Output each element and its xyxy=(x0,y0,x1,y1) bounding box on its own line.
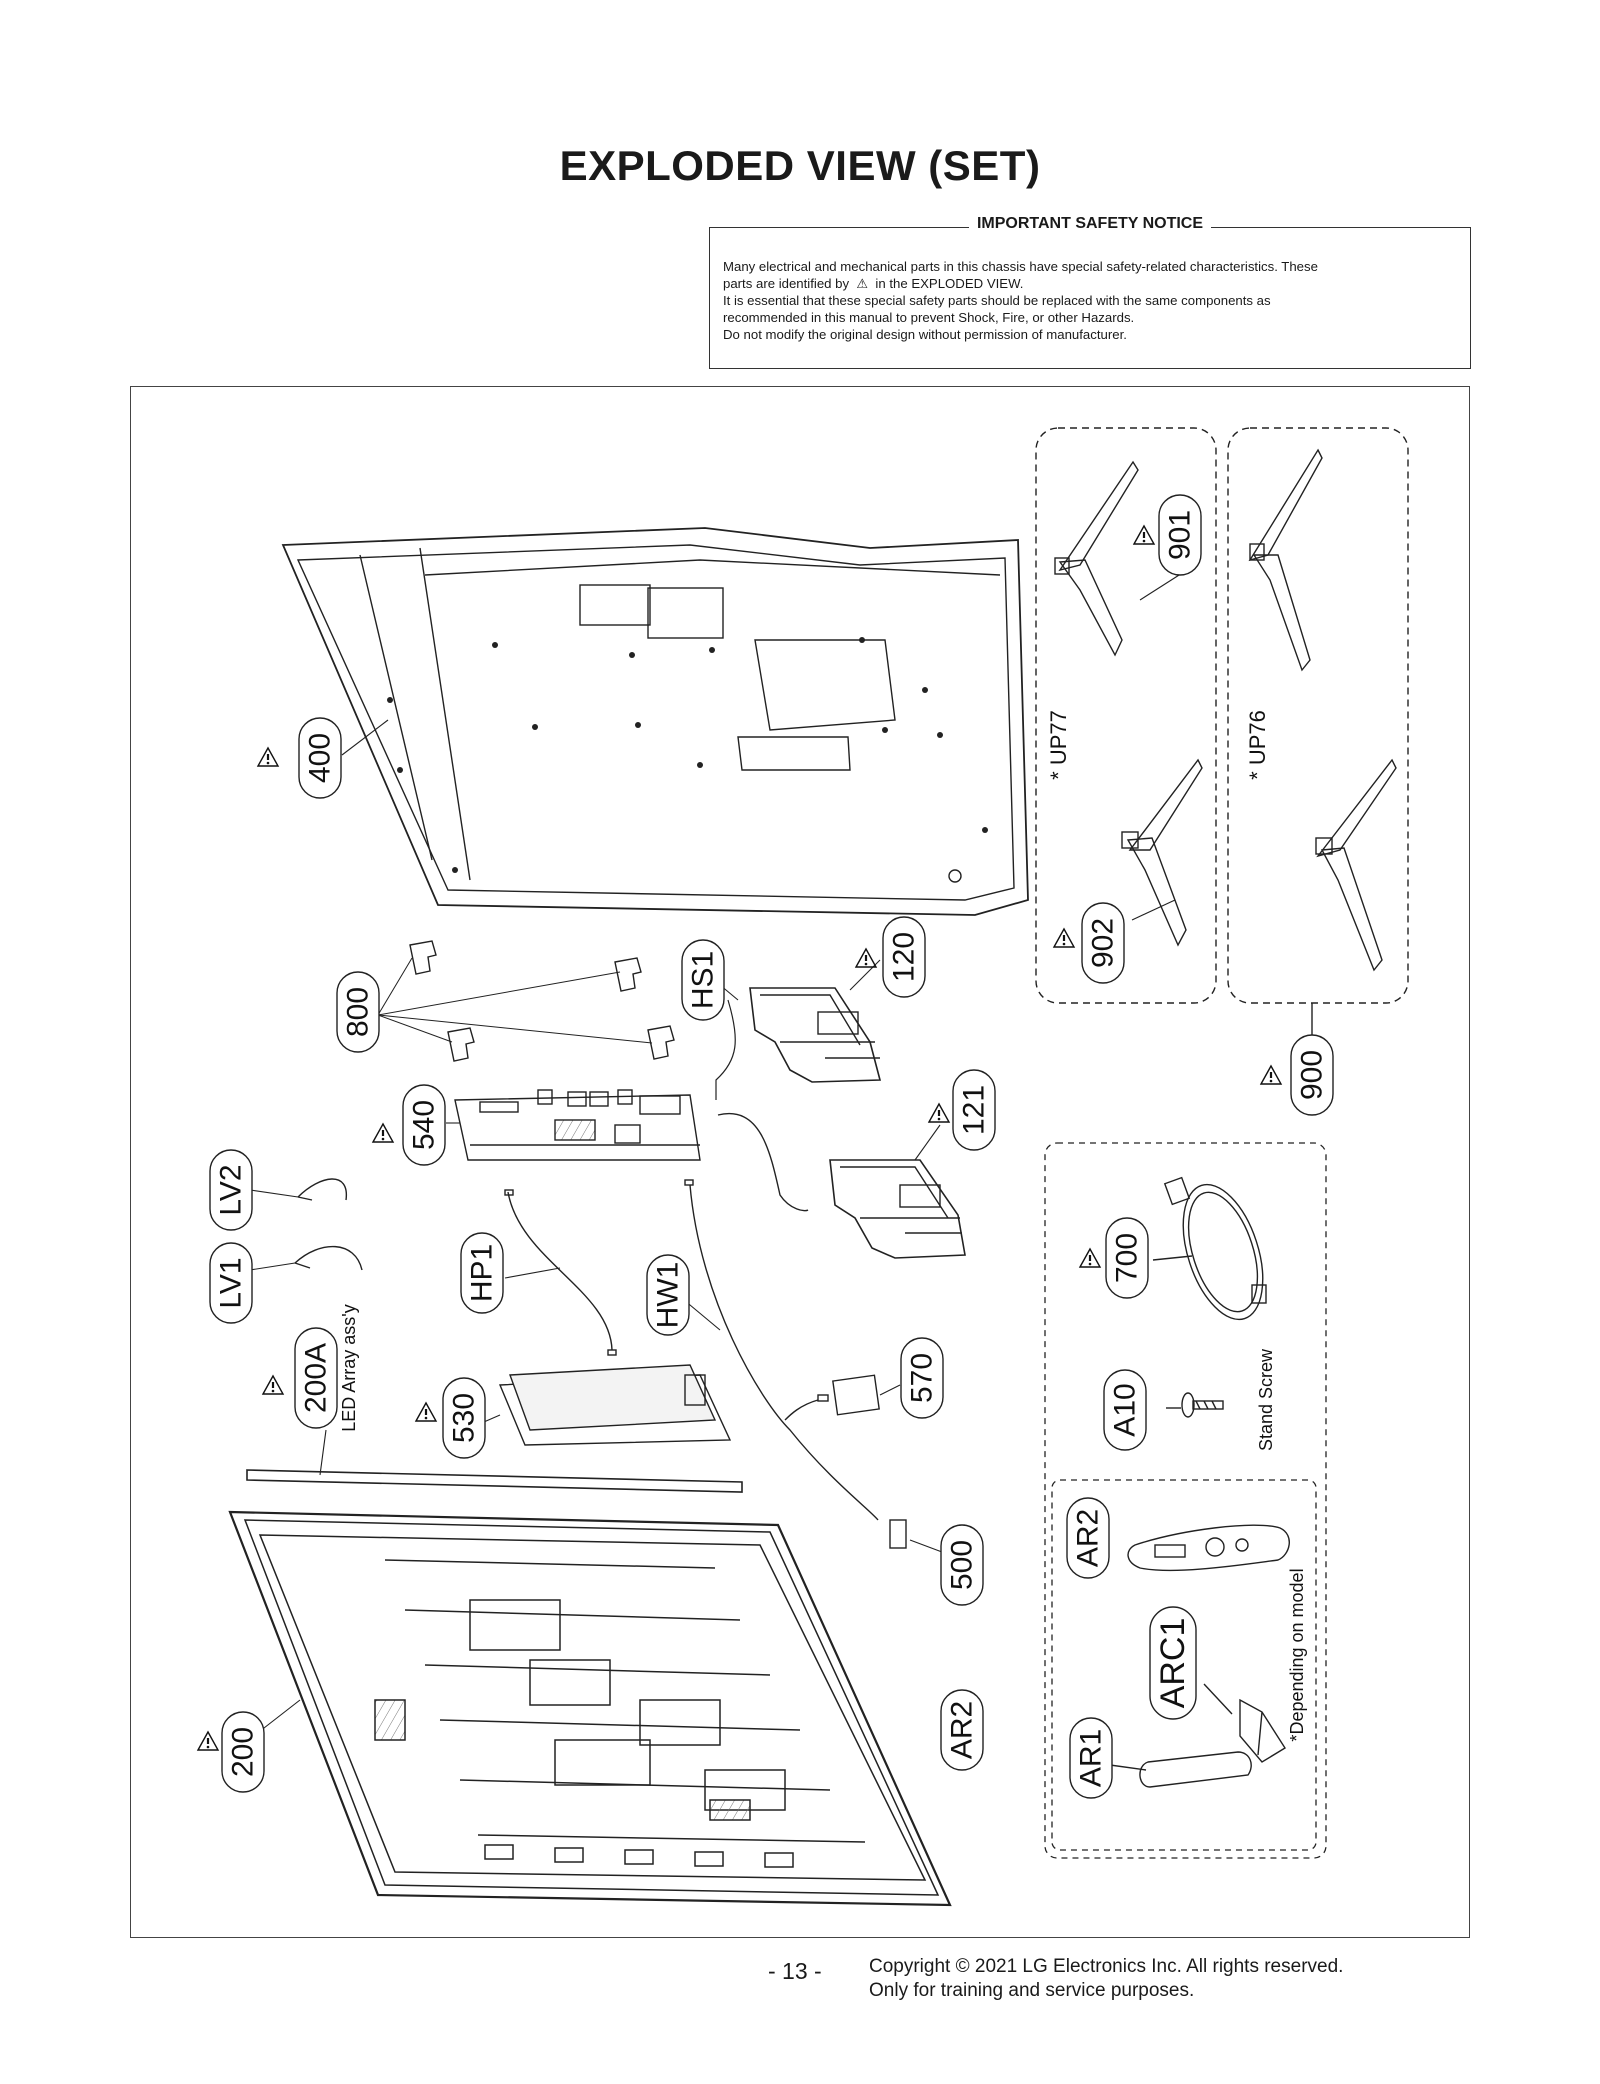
module-drawing xyxy=(498,1364,732,1446)
svg-text:LV2: LV2 xyxy=(215,1164,248,1215)
svg-text:HS1: HS1 xyxy=(687,951,720,1009)
svg-text:530: 530 xyxy=(448,1393,481,1443)
page-title: EXPLODED VIEW (SET) xyxy=(559,142,1041,189)
bracket-drawing xyxy=(409,940,675,1062)
svg-text:500: 500 xyxy=(946,1540,979,1590)
part-label-540: 540 xyxy=(402,1084,446,1166)
svg-text:HW1: HW1 xyxy=(652,1262,685,1329)
page-number: - 13 - xyxy=(768,1958,822,1984)
caption-up77: * UP77 xyxy=(1046,710,1071,780)
svg-text:HP1: HP1 xyxy=(466,1244,499,1302)
caption-depending-on-model: *Depending on model xyxy=(1287,1568,1307,1741)
part-label-121: 121 xyxy=(952,1069,996,1151)
svg-text:700: 700 xyxy=(1111,1233,1144,1283)
svg-text:AR2: AR2 xyxy=(946,1701,979,1759)
power-supply-drawing xyxy=(749,987,882,1083)
safety-notice-box: IMPORTANT SAFETY NOTICE Many electrical … xyxy=(709,215,1471,369)
remote-drawing xyxy=(1127,1524,1290,1572)
svg-text:ARC1: ARC1 xyxy=(1154,1618,1192,1709)
part-label-530: 530 xyxy=(442,1377,486,1459)
svg-text:120: 120 xyxy=(888,932,921,982)
part-label-570: 570 xyxy=(900,1337,944,1419)
power-supply-alt-drawing xyxy=(829,1159,966,1259)
part-label-200: 200 xyxy=(221,1711,265,1793)
svg-text:400: 400 xyxy=(304,733,337,783)
part-label-700: 700 xyxy=(1105,1217,1149,1299)
part-label-500: 500 xyxy=(940,1524,984,1606)
part-label-902: 902 xyxy=(1081,902,1125,984)
part-label-hs1: HS1 xyxy=(681,939,725,1021)
diagram-frame xyxy=(130,386,1470,1938)
part-label-ar2-panel: AR2 xyxy=(940,1689,984,1771)
screw-drawing xyxy=(1181,1392,1224,1418)
copyright-notice: Copyright © 2021 LG Electronics Inc. All… xyxy=(869,1956,1344,2001)
main-board-drawing xyxy=(454,1089,701,1161)
svg-text:570: 570 xyxy=(906,1353,939,1403)
part-label-400: 400 xyxy=(298,717,342,799)
part-label-lv2: LV2 xyxy=(209,1149,253,1231)
safety-warning-triangles xyxy=(197,525,1282,1751)
caption-up76: * UP76 xyxy=(1245,710,1270,780)
svg-text:AR1: AR1 xyxy=(1075,1729,1108,1787)
caption-led-array: LED Array ass'y xyxy=(339,1304,359,1431)
part-label-901: 901 xyxy=(1158,494,1202,576)
warning-triangle-icon: ⚠ xyxy=(856,276,869,291)
svg-text:AR2: AR2 xyxy=(1072,1509,1105,1567)
part-label-ar2: AR2 xyxy=(1066,1497,1110,1579)
safety-notice-heading: IMPORTANT SAFETY NOTICE xyxy=(968,215,1212,232)
svg-text:LV1: LV1 xyxy=(215,1257,248,1308)
svg-text:200A: 200A xyxy=(300,1343,333,1413)
svg-text:540: 540 xyxy=(408,1100,441,1150)
remote-standard-drawing xyxy=(1139,1751,1252,1788)
part-label-120: 120 xyxy=(882,916,926,998)
part-label-900: 900 xyxy=(1290,1034,1334,1116)
power-cord-drawing xyxy=(1163,1176,1267,1321)
back-cover-drawing xyxy=(281,527,1029,916)
front-panel-drawing xyxy=(228,1510,952,1907)
part-label-arc1: ARC1 xyxy=(1149,1606,1197,1720)
svg-text:900: 900 xyxy=(1296,1050,1329,1100)
part-label-hw1: HW1 xyxy=(646,1254,690,1336)
svg-text:901: 901 xyxy=(1164,510,1197,560)
svg-text:A10: A10 xyxy=(1109,1383,1142,1436)
part-label-lv1: LV1 xyxy=(209,1242,253,1324)
safety-notice-text: Many electrical and mechanical parts in … xyxy=(723,259,1318,342)
part-label-a10: A10 xyxy=(1103,1369,1147,1451)
stand-drawing xyxy=(1054,448,1397,972)
svg-text:800: 800 xyxy=(342,987,375,1037)
svg-text:121: 121 xyxy=(958,1085,991,1135)
part-label-200a: 200A xyxy=(294,1327,338,1429)
part-label-800: 800 xyxy=(336,971,380,1053)
part-label-ar1: AR1 xyxy=(1069,1717,1113,1799)
svg-text:902: 902 xyxy=(1087,918,1120,968)
remote-holder-drawing xyxy=(1239,1698,1286,1763)
caption-stand-screw: Stand Screw xyxy=(1256,1348,1276,1451)
svg-text:200: 200 xyxy=(227,1727,260,1777)
part-label-hp1: HP1 xyxy=(460,1232,504,1314)
